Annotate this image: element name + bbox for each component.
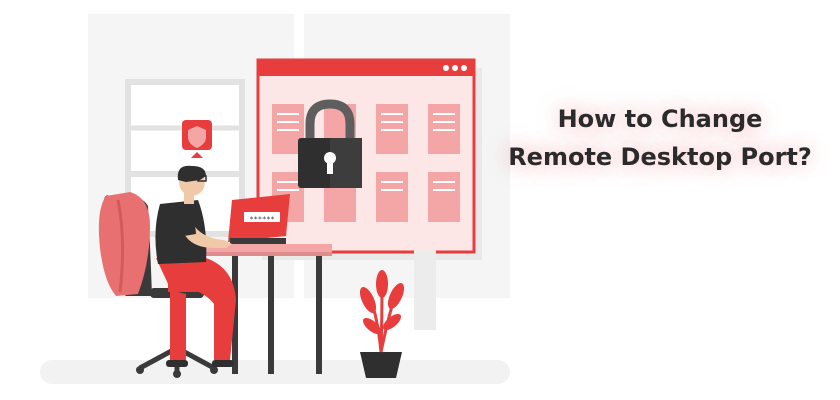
headline-line-1: How to Change xyxy=(557,105,763,133)
document-icon xyxy=(428,172,460,222)
window-dot-1 xyxy=(443,65,449,71)
document-icon xyxy=(376,172,408,222)
page-headline: How to Change Remote Desktop Port? xyxy=(500,100,820,176)
headline-line-2: Remote Desktop Port? xyxy=(508,143,812,171)
padlock-icon xyxy=(298,99,362,188)
person xyxy=(155,165,236,367)
window-dot-3 xyxy=(461,65,467,71)
document-lines xyxy=(277,113,455,191)
laptop-icon: ∗∗∗∗∗∗ xyxy=(228,194,290,244)
jacket xyxy=(98,192,150,296)
desk xyxy=(180,244,332,374)
chair-icon xyxy=(98,192,218,378)
laptop-password-text: ∗∗∗∗∗∗ xyxy=(249,214,274,222)
shield-icon xyxy=(182,120,212,158)
window-dot-2 xyxy=(452,65,458,71)
plant-icon xyxy=(359,270,405,378)
hero-illustration: ∗∗∗∗∗∗ xyxy=(40,58,510,384)
browser-window xyxy=(256,58,482,330)
floor-shadow xyxy=(40,360,510,384)
shoe-right xyxy=(212,360,234,367)
shoe-left xyxy=(166,360,188,367)
